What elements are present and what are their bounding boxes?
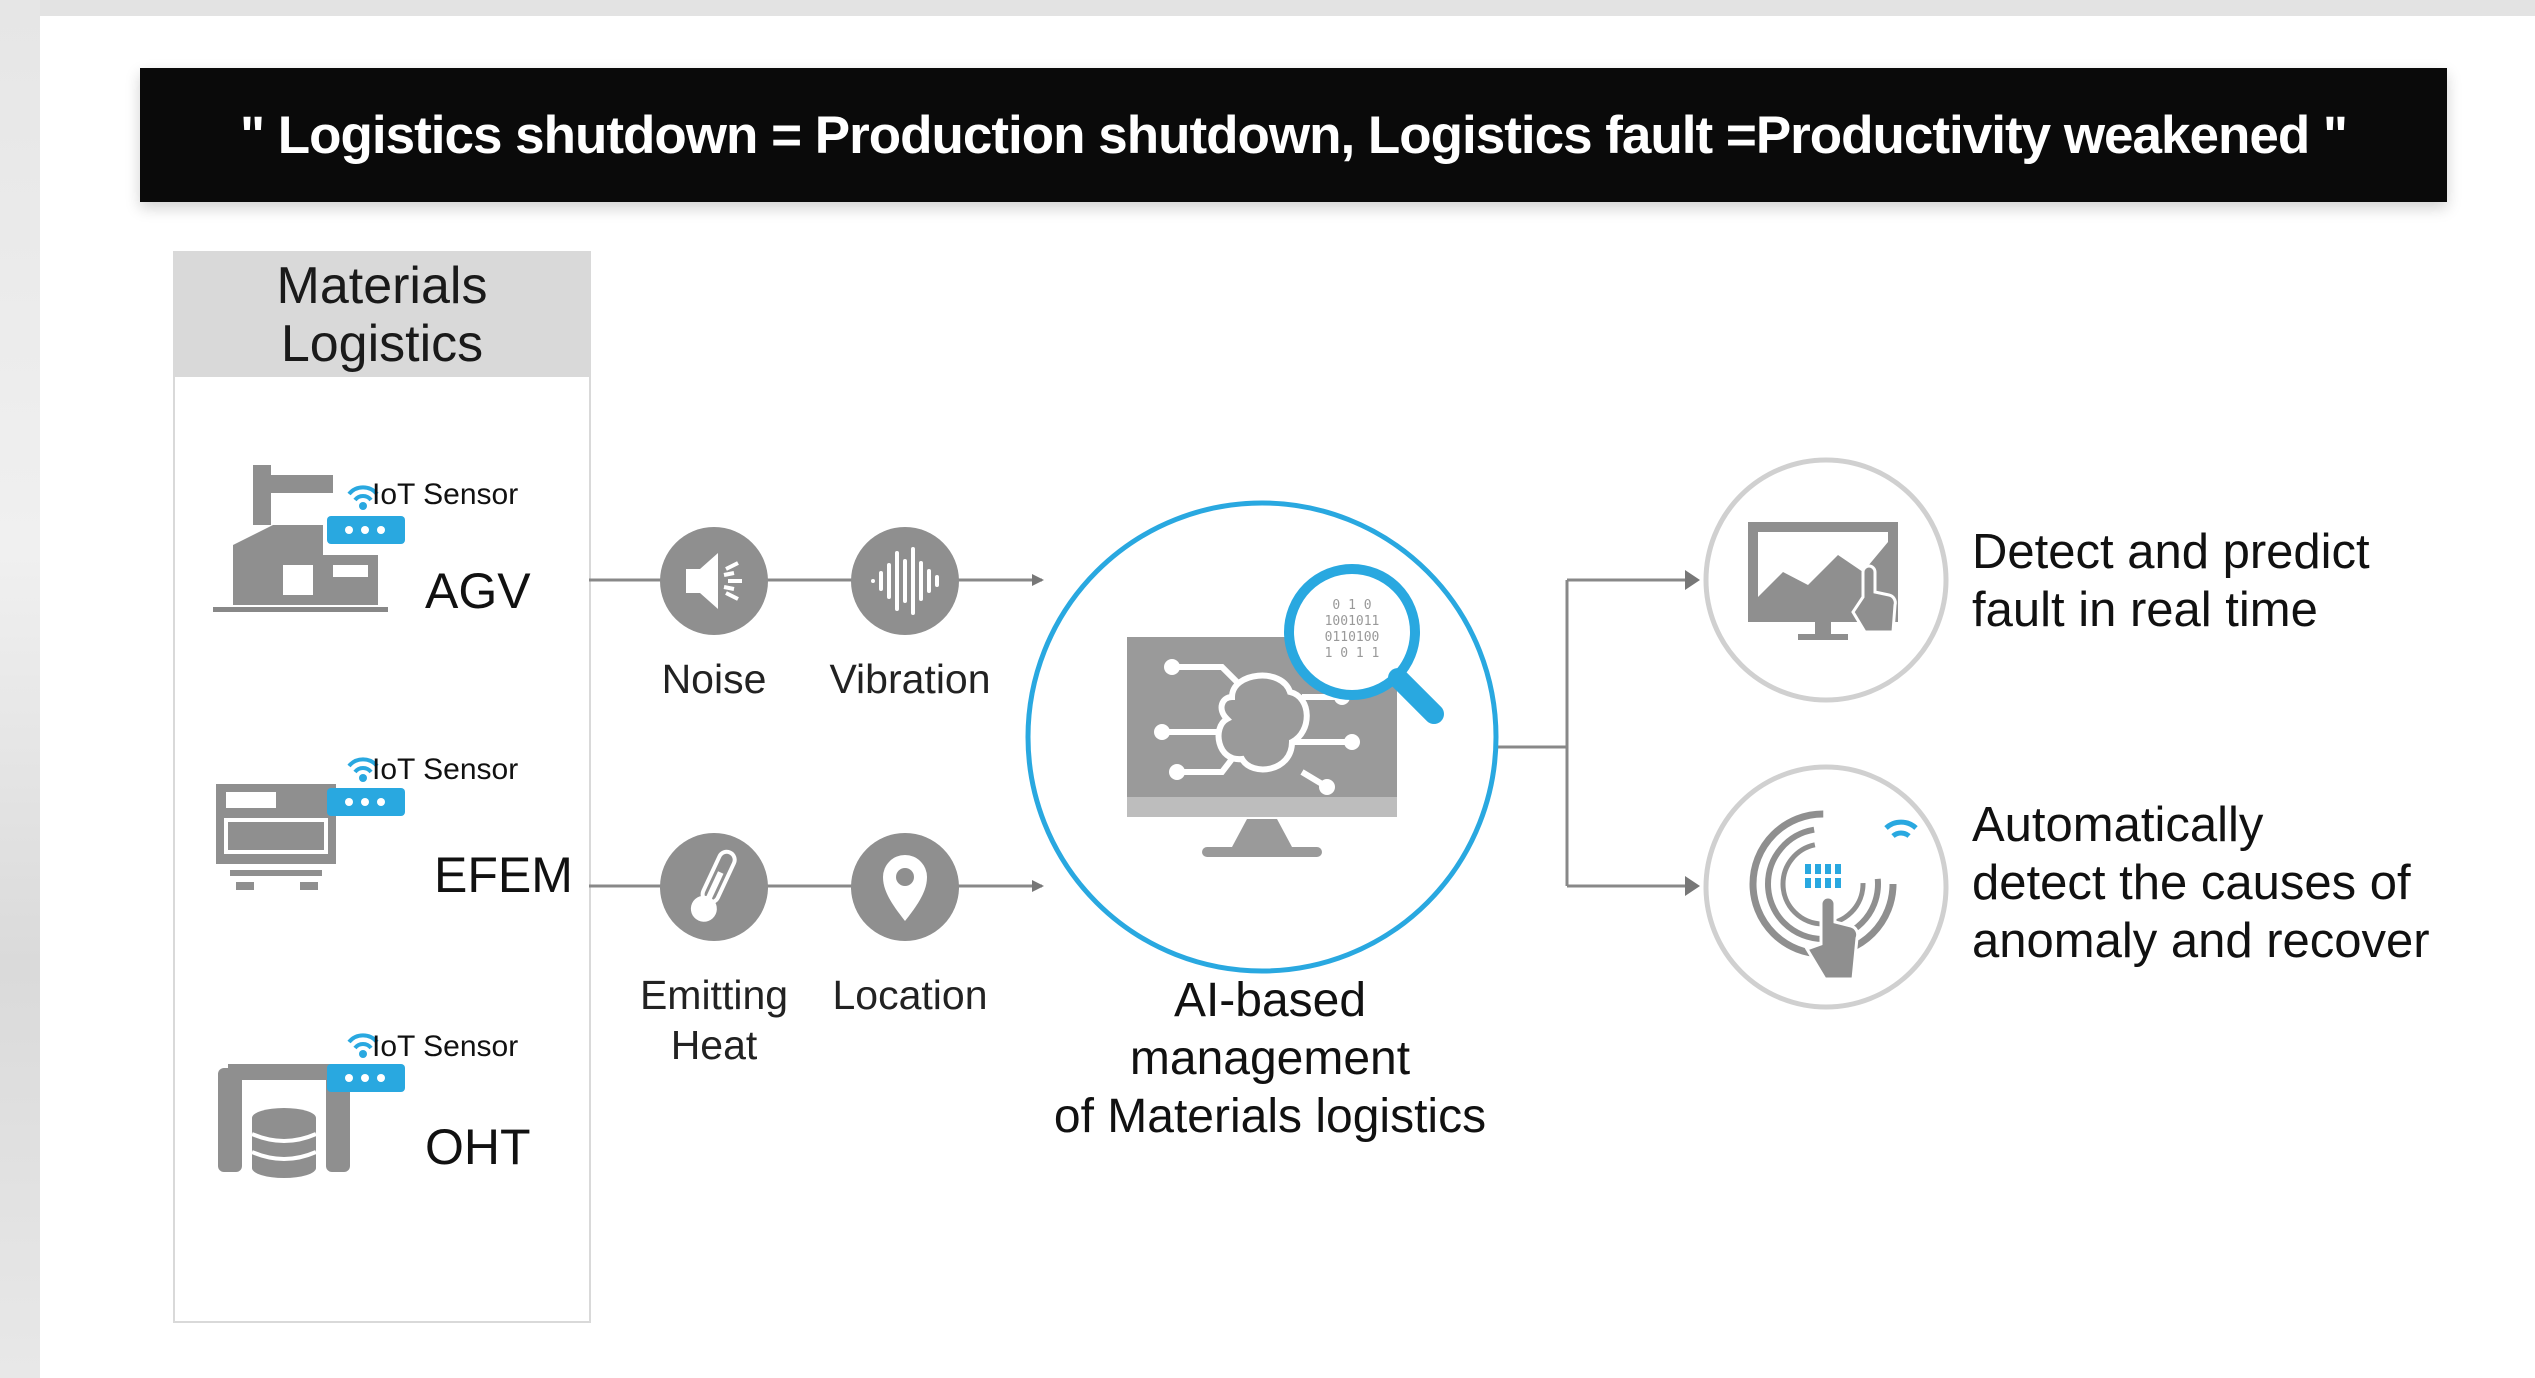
svg-text:0 1 0: 0 1 0 [1332,598,1371,613]
svg-text:1001011: 1001011 [1325,614,1380,629]
output-arrow-1 [1685,570,1700,590]
headline-banner: " Logistics shutdown = Production shutdo… [140,68,2447,202]
ai-monitor-magnifier-icon: 0 1 0 1001011 0110100 1 0 1 1 [1025,500,1499,974]
efem-label: EFEM [434,847,573,903]
svg-text:1 0 1 1: 1 0 1 1 [1325,646,1380,661]
detect-predict-label: Detect and predict fault in real time [1972,525,2370,637]
iot-sensor-icon [327,485,405,544]
ai-management-label: AI-based management of Materials logisti… [1053,974,1487,1143]
output-arrow-2 [1685,876,1700,896]
agv-sensor-label: IoT Sensor [372,478,519,511]
noise-label: Noise [661,656,767,702]
iot-sensor-icon [327,757,405,816]
vibration-label: Vibration [829,656,991,702]
sound-wave-icon [851,527,959,635]
agv-label: AGV [425,563,531,619]
monitor-chart-touch-icon [1703,457,1949,703]
auto-detect-recover-label: Automatically detect the causes of anoma… [1972,798,2430,968]
oht-sensor-label: IoT Sensor [372,1030,519,1063]
headline-text: " Logistics shutdown = Production shutdo… [239,105,2348,165]
panel-title: Materials Logistics [276,257,488,373]
svg-text:0110100: 0110100 [1325,630,1380,645]
output-branch-lines [1497,578,1695,888]
speaker-icon [660,527,768,635]
efem-sensor-label: IoT Sensor [372,753,519,786]
panel-header: Materials Logistics [175,253,589,377]
fingerprint-touch-icon [1703,764,1949,1010]
location-label: Location [832,972,988,1018]
emitting-heat-label: Emitting Heat [639,972,789,1068]
agv-robot-arm-icon [213,465,388,612]
location-pin-icon [851,833,959,941]
efem-machine-icon [216,784,336,890]
iot-sensor-icon [327,1033,405,1092]
oht-label: OHT [425,1119,531,1175]
background-edge [0,0,40,1378]
thermometer-icon [660,833,768,941]
oht-hoist-icon [218,1064,350,1178]
